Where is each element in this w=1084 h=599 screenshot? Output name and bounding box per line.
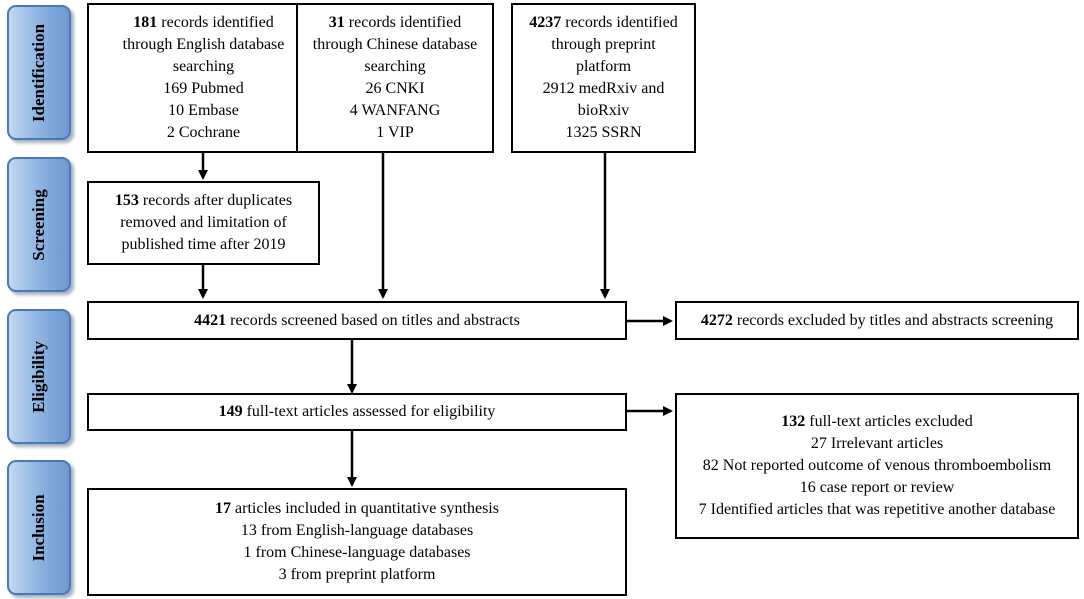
duplicates-removed-box: 153 records after duplicates removed and… <box>87 181 320 265</box>
fulltext-count: 149 <box>218 403 243 420</box>
preprint-count: 4237 <box>529 14 562 31</box>
english-line: 10 Embase <box>168 102 239 119</box>
english-count: 181 <box>133 14 158 31</box>
included-line: 1 from Chinese-language databases <box>243 544 471 561</box>
screened-count: 4421 <box>194 311 227 329</box>
stage-eligibility: Eligibility <box>7 309 71 444</box>
excluded-reason: 7 Identified articles that was repetitiv… <box>698 501 1056 518</box>
stage-eligibility-label: Eligibility <box>29 340 48 413</box>
excluded-reason: 82 Not reported outcome of venous thromb… <box>702 457 1052 474</box>
excluded-reason: 27 Irrelevant articles <box>810 435 944 452</box>
included-line: 3 from preprint platform <box>278 566 436 583</box>
preprint-line: 1325 SSRN <box>565 124 642 141</box>
chinese-line: through Chinese database <box>312 36 478 53</box>
chinese-database-box: 31 records identified through Chinese da… <box>296 3 494 153</box>
english-database-box: 181 records identified through English d… <box>87 3 320 153</box>
english-line: 2 Cochrane <box>166 124 241 141</box>
preprint-line: bioRxiv <box>577 102 630 119</box>
fulltext-excluded-box: 132 full-text articles excluded 27 Irrel… <box>675 393 1079 539</box>
stage-inclusion: Inclusion <box>7 460 71 595</box>
excluded-reason: 16 case report or review <box>799 479 955 496</box>
fulltext-assessed-box: 149 full-text articles assessed for elig… <box>87 393 627 431</box>
screened-text: records screened based on titles and abs… <box>230 311 520 329</box>
preprint-line: 2912 medRxiv and <box>542 80 665 97</box>
duplicates-count: 153 <box>114 192 139 209</box>
chinese-count: 31 <box>328 14 345 31</box>
stage-inclusion-label: Inclusion <box>29 493 48 562</box>
preprint-line: through preprint <box>551 36 656 53</box>
preprint-line: platform <box>575 58 632 75</box>
chinese-line: records identified <box>348 14 462 31</box>
excluded-titles-box: 4272 records excluded by titles and abst… <box>675 301 1079 340</box>
duplicates-line: removed and limitation of <box>120 214 287 231</box>
duplicates-line: records after duplicates <box>142 192 293 209</box>
excluded-titles-text: records excluded by titles and abstracts… <box>736 311 1054 329</box>
stage-screening: Screening <box>7 157 71 292</box>
chinese-line: 1 VIP <box>376 124 414 141</box>
stage-identification-label: Identification <box>29 23 48 122</box>
included-text: articles included in quantitative synthe… <box>235 500 499 517</box>
english-line: searching <box>172 58 235 75</box>
stage-screening-label: Screening <box>29 188 48 261</box>
duplicates-line: published time after 2019 <box>121 236 286 253</box>
chinese-line: 26 CNKI <box>365 80 425 97</box>
preprint-line: records identified <box>565 14 678 31</box>
included-studies-box: 17 articles included in quantitative syn… <box>87 488 627 596</box>
excluded-fulltext-text: full-text articles excluded <box>809 413 973 430</box>
chinese-line: searching <box>364 58 426 75</box>
included-count: 17 <box>215 500 232 517</box>
stage-identification: Identification <box>7 5 71 140</box>
excluded-fulltext-count: 132 <box>781 413 806 430</box>
chinese-line: 4 WANFANG <box>349 102 441 119</box>
preprint-platform-box: 4237 records identified through preprint… <box>511 3 696 153</box>
excluded-titles-count: 4272 <box>700 311 733 329</box>
records-screened-box: 4421 records screened based on titles an… <box>87 301 627 340</box>
english-line: records identified <box>161 14 274 31</box>
english-line: 169 Pubmed <box>163 80 244 97</box>
included-line: 13 from English-language databases <box>240 522 474 539</box>
fulltext-text: full-text articles assessed for eligibil… <box>246 403 496 420</box>
english-line: through English database <box>122 36 285 53</box>
